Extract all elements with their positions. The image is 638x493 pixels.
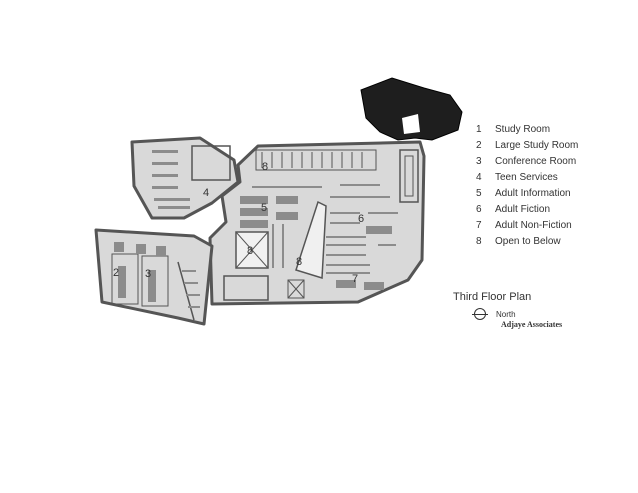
roof-canopy-opening (402, 114, 420, 134)
plan-label-room-3: 3 (145, 268, 151, 280)
furniture (114, 150, 398, 308)
legend-item: 7 Adult Non-Fiction (476, 217, 626, 233)
legend-item: 1 Study Room (476, 121, 626, 137)
legend-number: 7 (476, 219, 482, 231)
architect-credit: Adjaye Associates (501, 320, 563, 329)
legend-item: 6 Adult Fiction (476, 201, 626, 217)
legend-number: 8 (476, 235, 482, 247)
legend-number: 6 (476, 203, 482, 215)
roof-canopy (360, 77, 463, 141)
plan-label-room-8-slot: 8 (296, 256, 302, 268)
room-legend: 1 Study Room 2 Large Study Room 3 Conferenc… (476, 121, 626, 249)
legend-item: 4 Teen Services (476, 169, 626, 185)
legend-item: 3 Conference Room (476, 153, 626, 169)
legend-label: Study Room (495, 123, 551, 135)
legend-label: Conference Room (495, 155, 577, 167)
legend-number: 4 (476, 171, 482, 183)
plan-details (111, 145, 419, 321)
plan-label-room-2: 2 (113, 267, 119, 279)
plan-label-room-6: 6 (358, 213, 364, 225)
legend-label: Teen Services (495, 171, 558, 183)
legend-number: 2 (476, 139, 482, 151)
plan-label-room-5: 5 (261, 202, 267, 214)
north-indicator: North (472, 308, 516, 320)
legend-label: Adult Non-Fiction (495, 219, 572, 231)
legend-number: 1 (476, 123, 482, 135)
plan-label-room-4: 4 (203, 187, 209, 199)
legend-item: 2 Large Study Room (476, 137, 626, 153)
legend-label: Adult Information (495, 187, 571, 199)
legend-label: Open to Below (495, 235, 561, 247)
legend-item: 8 Open to Below (476, 233, 626, 249)
north-arrow-icon (472, 308, 488, 320)
north-label: North (496, 309, 516, 319)
plan-label-room-7: 7 (352, 273, 358, 285)
legend-label: Adult Fiction (495, 203, 551, 215)
legend-label: Large Study Room (495, 139, 579, 151)
plan-title: Third Floor Plan (453, 291, 532, 303)
legend-number: 5 (476, 187, 482, 199)
legend-number: 3 (476, 155, 482, 167)
plan-label-room-8-upper: 8 (262, 161, 268, 173)
legend-item: 5 Adult Information (476, 185, 626, 201)
plan-label-room-8-atrium: 8 (247, 245, 253, 257)
